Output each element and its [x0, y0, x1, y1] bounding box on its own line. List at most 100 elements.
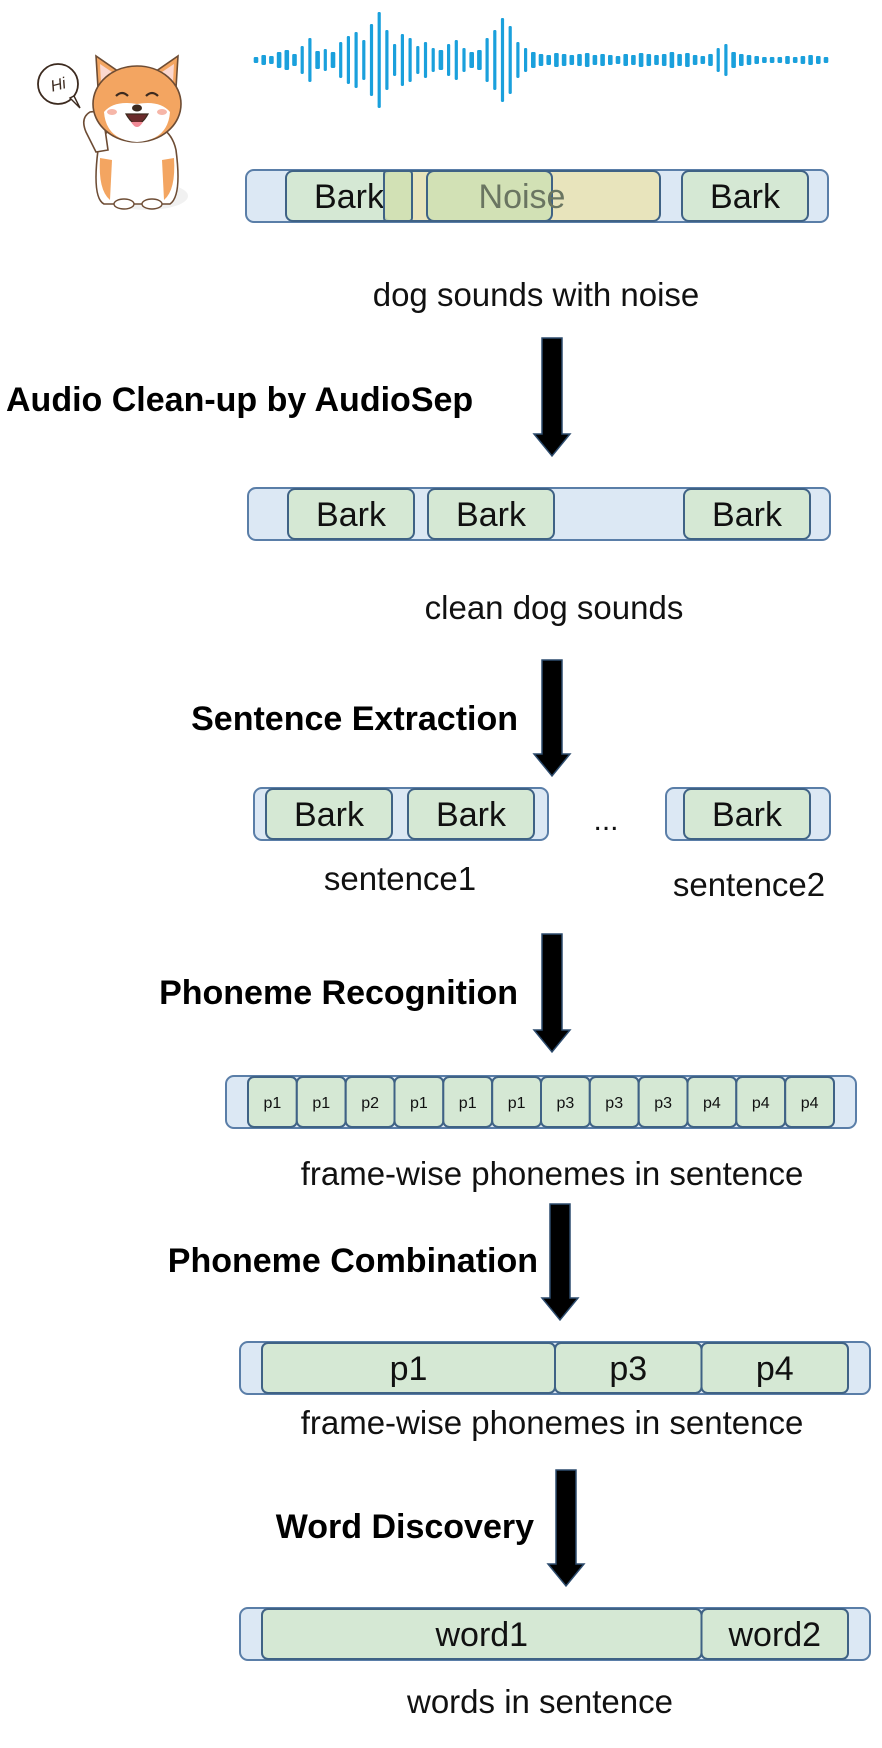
waveform-bar — [431, 48, 435, 72]
down-arrow — [540, 1203, 580, 1322]
bark-segment-label: Bark — [316, 496, 387, 534]
waveform-bar — [469, 52, 474, 68]
waveform-bar — [516, 42, 520, 78]
waveform-bar — [823, 57, 829, 63]
arrow-shape — [532, 337, 572, 458]
waveform-bar — [362, 40, 366, 80]
waveform-bar — [300, 46, 304, 74]
waveform-bar — [354, 32, 358, 88]
step-label-phoneme-recognition: Phoneme Recognition — [159, 974, 518, 1012]
waveform-bar — [554, 53, 559, 67]
bark-segment-label: Bark — [314, 178, 385, 216]
waveform-bar — [323, 49, 327, 71]
waveform-bar — [724, 44, 728, 76]
bark-segment-label: Bark — [294, 796, 365, 834]
waveform-bar — [661, 54, 667, 66]
waveform-bar — [731, 52, 736, 68]
bark-segment-label: Bark — [712, 796, 783, 834]
waveform-bar — [746, 55, 752, 65]
bark-segment-label: Bark — [456, 496, 527, 534]
arrow-shape — [546, 1469, 586, 1588]
waveform-bar — [569, 55, 575, 65]
bark-segment — [407, 788, 535, 840]
waveform-bar — [584, 53, 590, 67]
waveform-bar — [408, 38, 412, 82]
waveform-bar — [524, 48, 528, 72]
phoneme-frame-label: p1 — [459, 1095, 477, 1112]
step-label-cleanup: Audio Clean-up by AudioSep — [6, 381, 473, 419]
waveform-bar — [339, 42, 343, 78]
waveform-bar — [716, 48, 720, 72]
word-label: word1 — [434, 1616, 528, 1654]
waveform-bar — [253, 57, 259, 63]
bark-segment-label: Bark — [436, 796, 507, 834]
down-arrow — [532, 659, 572, 778]
waveform-bar — [493, 30, 497, 90]
phoneme-frame-label: p4 — [801, 1095, 819, 1112]
bark-segment-label: Bark — [710, 178, 781, 216]
waveform-bar — [623, 54, 628, 66]
waveform-bar — [792, 57, 798, 63]
phoneme-frame-label: p3 — [654, 1095, 672, 1112]
audio-waveform — [253, 12, 829, 108]
waveform-bar — [592, 55, 598, 65]
waveform-bar — [447, 44, 451, 76]
waveform-bar — [785, 56, 790, 64]
down-arrow — [532, 337, 572, 458]
arrow-shape — [540, 1203, 580, 1322]
sentence2-caption: sentence2 — [673, 866, 825, 903]
combined-caption: frame-wise phonemes in sentence — [301, 1404, 804, 1441]
phoneme-frame-label: p2 — [361, 1095, 379, 1112]
bark-segment — [427, 488, 555, 540]
waveform-bar — [393, 44, 397, 76]
waveform-bar — [454, 40, 458, 80]
bark-segment — [265, 788, 393, 840]
waveform-bar — [692, 55, 698, 65]
combined-phoneme-label: p3 — [609, 1350, 647, 1388]
phoneme-frame-label: p4 — [703, 1095, 721, 1112]
waveform-bar — [654, 55, 659, 65]
framewise-caption: frame-wise phonemes in sentence — [301, 1155, 804, 1192]
waveform-bar — [708, 54, 713, 66]
noise-segment-label: Noise — [479, 178, 566, 216]
waveform-bar — [416, 46, 420, 74]
clean-audio-track: Bark Bark Bark — [247, 487, 831, 541]
waveform-bar — [669, 52, 675, 68]
waveform-bar — [739, 54, 744, 66]
waveform-bar — [500, 18, 505, 102]
down-arrow — [532, 933, 572, 1054]
phoneme-frame-cell — [784, 1076, 836, 1128]
waveform-bar — [485, 38, 489, 82]
combined-phoneme-label: p1 — [390, 1350, 428, 1388]
waveform-bar — [631, 55, 636, 65]
waveform-bar — [561, 54, 567, 66]
waveform-bar — [816, 56, 821, 64]
waveform-bar — [800, 56, 806, 64]
waveform-bar — [508, 26, 512, 94]
sentence1-track: Bark Bark — [253, 787, 549, 841]
waveform-bar — [400, 34, 404, 86]
waveform-bar — [646, 54, 652, 66]
phoneme-frame-label: p1 — [264, 1095, 282, 1112]
waveform-bar — [677, 54, 682, 66]
noisy-audio-track: Bark Noise Bark — [245, 169, 829, 223]
sentence2-track: Bark — [665, 787, 831, 841]
waveform-bar — [377, 12, 381, 108]
arrow-shape — [532, 659, 572, 778]
waveform-bar — [538, 54, 544, 66]
waveform-bar — [423, 42, 428, 78]
waveform-bar — [369, 24, 374, 96]
step-label-phoneme-combination: Phoneme Combination — [168, 1242, 538, 1280]
phoneme-frame-label: p1 — [508, 1095, 526, 1112]
sentence1-caption: sentence1 — [324, 860, 476, 897]
waveform-bar — [608, 55, 613, 65]
waveform-bar — [777, 57, 783, 63]
word-cell — [700, 1608, 849, 1660]
waveform-bar — [385, 30, 389, 90]
waveform-bar — [276, 52, 282, 68]
waveform-bar — [638, 53, 644, 67]
